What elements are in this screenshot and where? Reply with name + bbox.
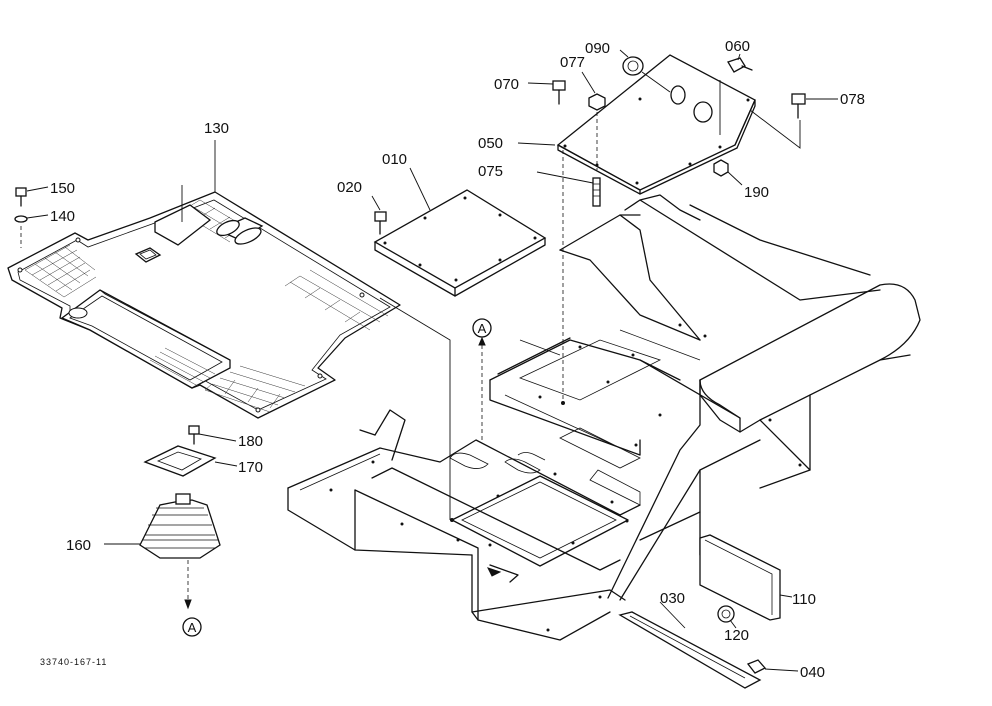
bolt-040 — [746, 659, 799, 674]
label-160: 160 — [66, 537, 91, 554]
label-060: 060 — [725, 38, 750, 55]
tractor-frame — [287, 194, 921, 641]
bolt-070 — [527, 80, 566, 105]
bolt-120 — [717, 605, 737, 629]
nut-077 — [581, 71, 606, 170]
label-180: 180 — [238, 433, 263, 450]
bolt-078 — [791, 93, 838, 119]
label-075: 075 — [478, 163, 503, 180]
label-040: 040 — [800, 664, 825, 681]
stud-075 — [536, 171, 601, 207]
callout-labels: 010 020 030 040 050 060 070 075 077 078 … — [50, 38, 865, 681]
svg-text:A: A — [478, 321, 487, 336]
grommet-090 — [619, 49, 671, 93]
clip-060 — [727, 53, 753, 73]
reference-mark-a-bottom: A — [182, 617, 202, 637]
label-030: 030 — [660, 590, 685, 607]
label-130: 130 — [204, 120, 229, 137]
shift-boot-160 — [104, 493, 221, 610]
label-110: 110 — [792, 591, 816, 608]
floor-cover-010 — [373, 167, 547, 520]
cover-plate-110 — [699, 534, 793, 621]
label-170: 170 — [238, 459, 263, 476]
console-cover-050 — [517, 54, 801, 400]
label-078: 078 — [840, 91, 865, 108]
label-010: 010 — [382, 151, 407, 168]
label-050: 050 — [478, 135, 503, 152]
bolt-020 — [371, 195, 387, 235]
floor-mat — [7, 140, 401, 419]
step-plate-030 — [618, 601, 762, 689]
drawing-number: 33740-167-11 — [40, 657, 107, 667]
label-190: 190 — [744, 184, 769, 201]
label-120: 120 — [724, 627, 749, 644]
washer-140 — [14, 214, 49, 248]
label-020: 020 — [337, 179, 362, 196]
label-070: 070 — [494, 76, 519, 93]
label-150: 150 — [50, 180, 75, 197]
boot-plate-170 — [143, 445, 238, 477]
label-090: 090 — [585, 40, 610, 57]
label-077: 077 — [560, 54, 585, 71]
nut-190 — [713, 159, 743, 186]
label-140: 140 — [50, 208, 75, 225]
svg-text:A: A — [188, 620, 197, 635]
reference-mark-a-top: A — [472, 318, 492, 440]
bolt-180 — [188, 425, 237, 445]
bolt-150 — [15, 186, 49, 207]
